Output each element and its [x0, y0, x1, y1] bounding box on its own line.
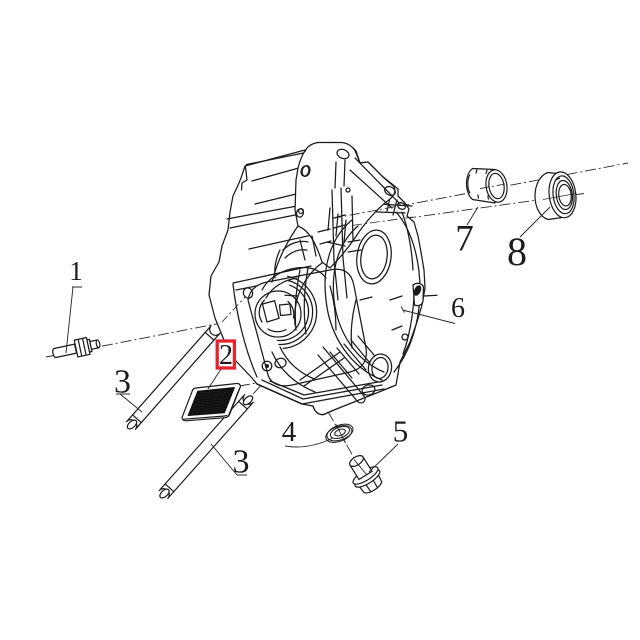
- svg-text:6: 6: [451, 293, 465, 324]
- svg-text:8: 8: [507, 229, 527, 274]
- svg-text:2: 2: [219, 340, 233, 371]
- svg-text:4: 4: [282, 416, 297, 448]
- svg-text:1: 1: [69, 256, 83, 286]
- svg-text:5: 5: [393, 414, 409, 449]
- svg-text:7: 7: [455, 219, 474, 260]
- svg-text:3: 3: [233, 444, 250, 481]
- svg-text:3: 3: [114, 364, 131, 401]
